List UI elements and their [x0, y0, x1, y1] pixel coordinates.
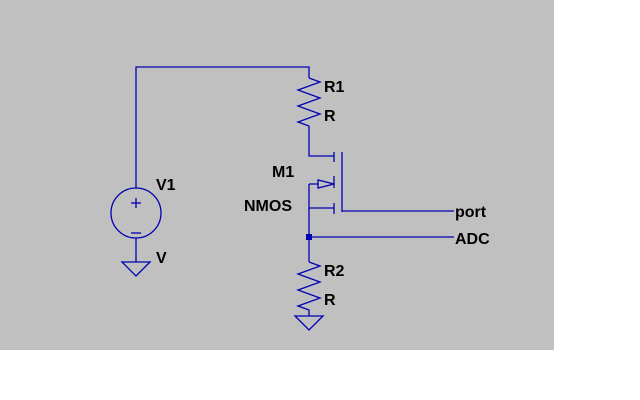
v1-name-label: V1	[156, 177, 176, 194]
r2-value-label: R	[324, 292, 336, 309]
m1-value-label: NMOS	[244, 198, 292, 215]
r1-name-label: R1	[324, 79, 345, 96]
wire-v1-to-r1	[135, 66, 310, 188]
canvas-background	[0, 0, 554, 350]
schematic-canvas: R1 R M1 NMOS V1 V R2 R port ADC	[0, 0, 554, 350]
adc-junction-dot	[306, 234, 312, 240]
port-net-label: port	[455, 204, 487, 221]
nmos-m1-symbol	[308, 152, 343, 214]
ground-r2-icon	[293, 315, 325, 331]
r2-name-label: R2	[324, 263, 345, 280]
resistor-r1-symbol	[296, 77, 322, 127]
r1-value-label: R	[324, 108, 336, 125]
wire-r1-to-drain	[308, 126, 334, 157]
ground-v1-icon	[120, 261, 152, 277]
voltage-source-v1-symbol	[110, 187, 162, 262]
adc-net-label: ADC	[455, 231, 490, 248]
m1-name-label: M1	[272, 164, 294, 181]
schematic-svg: R1 R M1 NMOS V1 V R2 R port ADC	[0, 0, 554, 350]
resistor-r2-symbol	[296, 261, 322, 316]
v1-value-label: V	[156, 250, 167, 267]
